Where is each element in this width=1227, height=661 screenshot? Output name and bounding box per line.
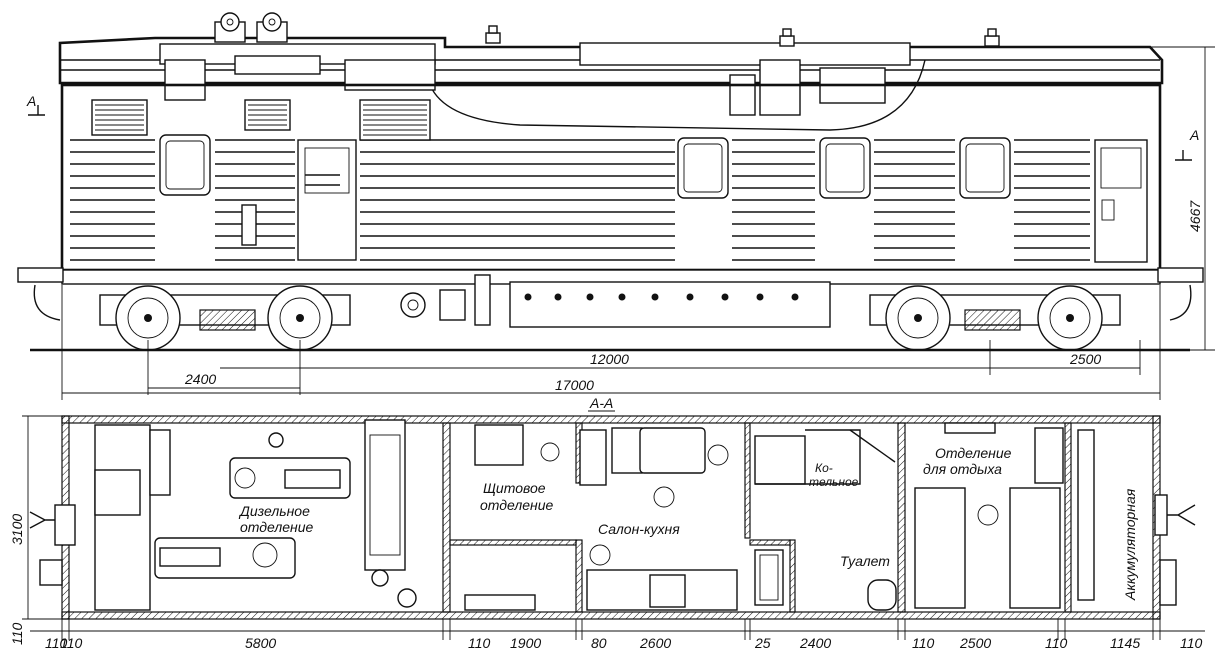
bogie-left (99, 285, 351, 351)
radiator-box (234, 55, 321, 75)
boiler-equipment (754, 429, 861, 485)
svg-text:A: A (26, 93, 36, 109)
roof-vent (779, 28, 795, 47)
dim-right-wheelbase: 2500 (1069, 351, 1101, 367)
roof-fairing (429, 59, 926, 131)
room-label-rest: Отделение (935, 445, 1012, 461)
bottom-dim-ticks (61, 619, 1161, 640)
louver-left (91, 99, 148, 136)
svg-text:A: A (1189, 127, 1199, 143)
roof-fan (256, 12, 288, 43)
dim-label: 2500 (959, 635, 991, 651)
wall-top (61, 415, 1161, 424)
dim-label: 110 (1180, 635, 1203, 651)
battery-equipment (1077, 429, 1095, 601)
partition (1064, 422, 1072, 613)
toilet-fixtures (754, 429, 897, 611)
partition (575, 539, 583, 613)
dim-label: 110 (1045, 635, 1068, 651)
room-label-switchboard: Щитовое (483, 480, 546, 496)
salon-kitchen-equipment (586, 427, 738, 611)
switchboard-equipment (464, 424, 607, 611)
dim-left-wheelbase: 2400 (184, 371, 216, 387)
grille (241, 204, 257, 246)
exhaust-box (164, 59, 206, 101)
section-marker-right: A (1175, 127, 1199, 161)
partition (897, 422, 906, 613)
roof-vent (984, 28, 1000, 47)
roof-equipment (579, 42, 911, 66)
roof-tank (759, 59, 801, 116)
louver-right (359, 99, 431, 141)
room-label-rest: для отдыха (923, 461, 1002, 477)
room-label-salon: Салон-кухня (598, 521, 680, 537)
door-right (1094, 139, 1148, 263)
brake-hose (1169, 284, 1192, 321)
louver-mid (244, 99, 291, 131)
diesel-engine-equipment (94, 419, 417, 611)
dim-label: 110 (60, 635, 83, 651)
roof-tank (729, 74, 756, 116)
brake-equipment (400, 274, 491, 326)
fuel-tank (509, 281, 831, 328)
rest-room-furniture (914, 422, 1064, 609)
coupler-right (1154, 494, 1196, 606)
dim-label: 2600 (639, 635, 671, 651)
partition (449, 539, 577, 546)
dim-label: 25 (754, 635, 771, 651)
svg-text:110: 110 (9, 622, 25, 645)
dim-label: 1900 (510, 635, 541, 651)
dim-label: 110 (468, 635, 491, 651)
window (159, 134, 211, 196)
dim-label: 110 (45, 635, 68, 651)
dim-overall-length: 17000 (555, 377, 594, 393)
svg-text:3100: 3100 (9, 514, 25, 545)
window (959, 137, 1011, 199)
buffer-left (17, 267, 64, 283)
window (819, 137, 871, 199)
room-label-boiler: Ко- (815, 461, 833, 475)
room-label-diesel: отделение (240, 519, 314, 535)
room-label-boiler: тельное (809, 475, 859, 489)
dimension-lines (61, 285, 1161, 400)
partition (744, 422, 751, 539)
dim-bogie-centers: 12000 (590, 351, 629, 367)
side-view: A A 4667 12000 2400 2500 (17, 12, 1215, 400)
room-label-switchboard: отделение (480, 497, 554, 513)
wall-bottom (61, 611, 1161, 620)
dim-label: 80 (591, 635, 607, 651)
room-label-toilet: Туалет (840, 553, 890, 569)
door-left (297, 139, 357, 261)
section-marker-left: A (26, 93, 45, 116)
svg-text:4667: 4667 (1187, 200, 1203, 232)
dim-label: 5800 (245, 635, 276, 651)
partition (749, 539, 791, 546)
partition (789, 539, 796, 613)
coupler-left (29, 504, 76, 586)
section-title: A-A (589, 395, 613, 411)
window (677, 137, 729, 199)
fuel-tank-bolts (524, 293, 799, 301)
room-label-diesel: Дизельное (238, 503, 310, 519)
partition (442, 422, 451, 613)
buffer-right (1157, 267, 1204, 283)
width-dimension: 3100 110 (9, 415, 62, 645)
roof-vent (485, 25, 501, 44)
bogie-right (869, 285, 1121, 351)
height-dimension: 4667 (1150, 46, 1215, 351)
brake-hose (33, 284, 61, 321)
dim-label: 2400 (799, 635, 831, 651)
roof-fan (214, 12, 246, 43)
room-label-battery: Аккумуляторная (1122, 488, 1138, 601)
dim-label: 110 (912, 635, 935, 651)
plan-view: A-A (9, 395, 1205, 651)
dim-label: 1145 (1110, 635, 1140, 651)
body-ribs (70, 139, 1090, 261)
